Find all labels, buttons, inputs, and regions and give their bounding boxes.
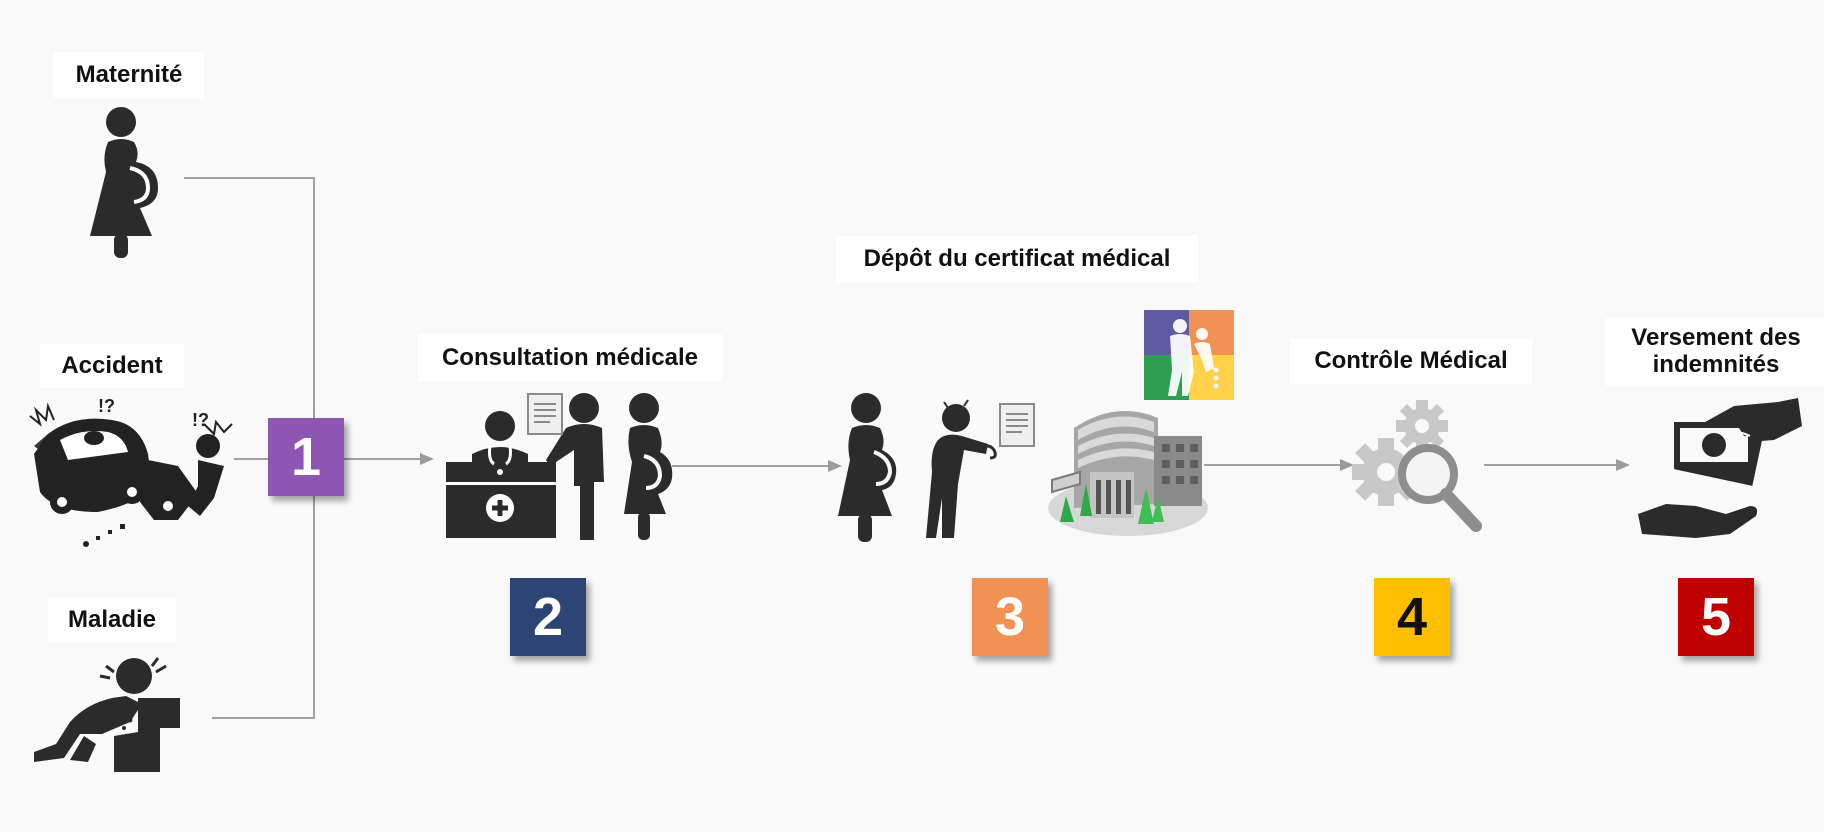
certificate-deposit-icon: [838, 393, 1035, 542]
doctor-consultation-icon: [446, 393, 673, 540]
family-care-logo-icon: [1144, 310, 1234, 400]
label-maladie: Maladie: [48, 598, 176, 642]
accident-mark-left: !?: [98, 396, 115, 416]
car-accident-icon: !? !?: [29, 396, 233, 547]
hospital-building-icon: [1048, 410, 1208, 536]
pregnant-woman-icon: [90, 107, 158, 258]
step-badge-4: 4: [1374, 578, 1450, 656]
step-badge-1: 1: [268, 418, 344, 496]
label-consultation: Consultation médicale: [418, 334, 722, 382]
sick-person-icon: [34, 657, 180, 772]
label-maternite: Maternité: [54, 52, 204, 98]
step-badge-3: 3: [972, 578, 1048, 656]
step-badge-5: 5: [1678, 578, 1754, 656]
gears-magnifier-icon: [1352, 400, 1482, 532]
label-controle-medical: Contrôle Médical: [1290, 338, 1532, 384]
money-hands-icon: [1638, 398, 1802, 538]
label-accident: Accident: [40, 344, 184, 388]
label-depot-certificat: Dépôt du certificat médical: [836, 236, 1198, 282]
step-badge-2: 2: [510, 578, 586, 656]
label-versement-indemnites: Versement des indemnités: [1606, 318, 1824, 386]
